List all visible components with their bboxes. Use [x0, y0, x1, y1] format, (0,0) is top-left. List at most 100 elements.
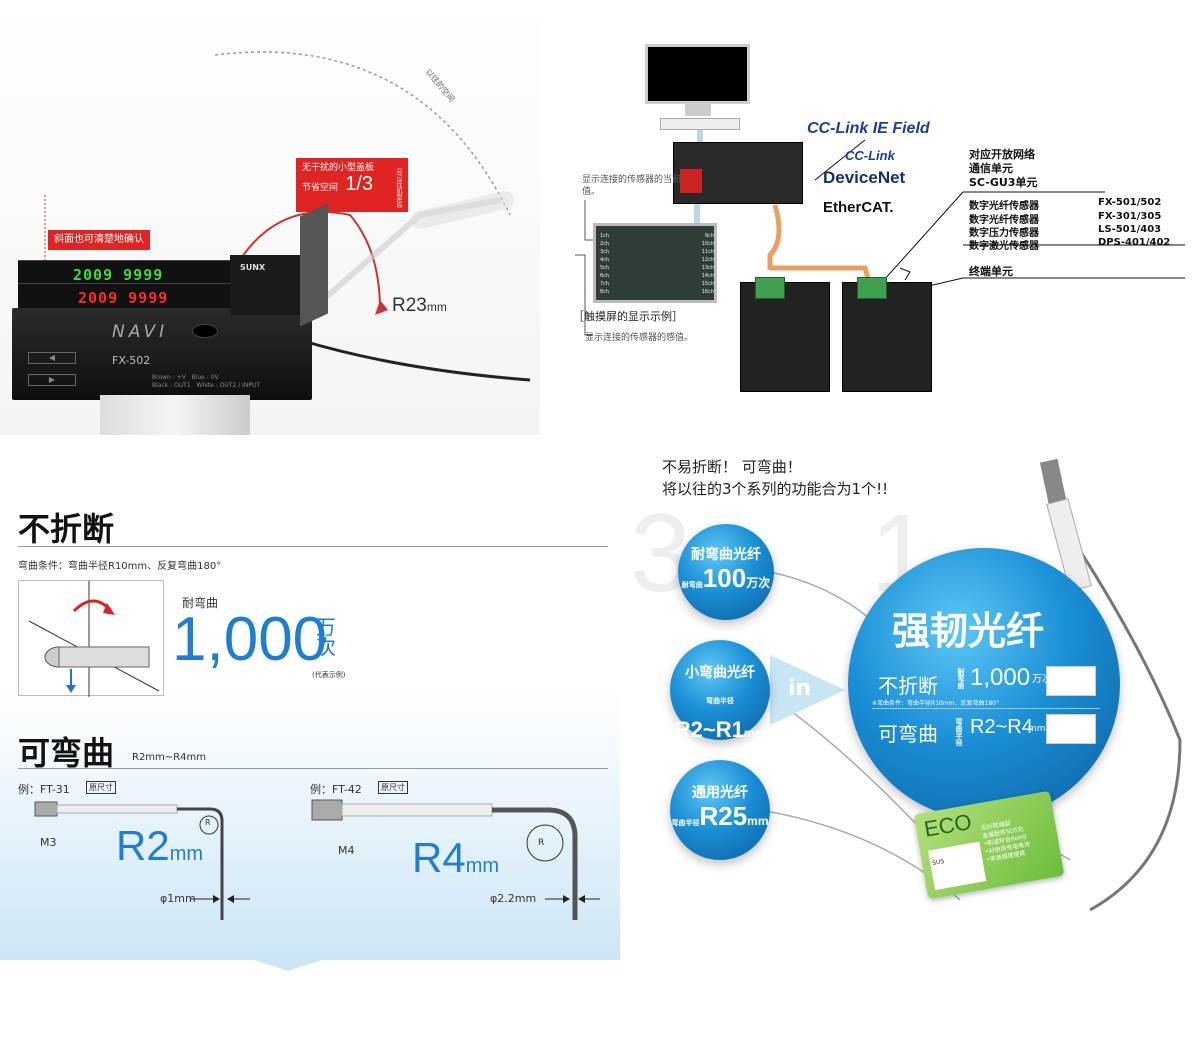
example1-thread: M3	[40, 836, 57, 849]
sensor-module-group-2	[842, 277, 932, 392]
bend-condition: 弯曲条件：弯曲半径R10mm、反复弯曲180°	[18, 561, 222, 572]
screen-row-left: 7ch	[600, 281, 610, 287]
wire-legend: Brown : +V Blue : 0V Black : OUT1 White …	[152, 374, 260, 390]
big-note: ※弯曲条件：弯曲半径R10mm、反复弯曲180°	[872, 700, 999, 707]
big-line1-unit: 万次	[1032, 674, 1052, 685]
bend-diagram	[18, 580, 164, 697]
big-line2: 可弯曲	[878, 722, 938, 746]
example1-label: 例：FT-31	[18, 783, 70, 796]
example2-radius: R4mm	[412, 834, 499, 882]
bubble2-unit: mm	[743, 726, 766, 740]
bubble1-value-row: 耐弯曲100万次	[678, 564, 774, 600]
bend-diagram-svg	[28, 581, 160, 697]
radius-value: R23	[392, 295, 427, 316]
bubble3-side: 弯曲半径	[671, 820, 700, 827]
amp1-digits: 2009 9999	[73, 266, 164, 284]
wire-legend-1: Brown : +V	[152, 374, 186, 381]
bubble1-unit: 万次	[746, 576, 771, 590]
divider-1	[18, 546, 608, 547]
navi-knob[interactable]	[192, 324, 218, 338]
example2-tag: 原尺寸	[378, 781, 408, 794]
cover-tag-line2: 节省空间	[302, 183, 339, 193]
cover-flap[interactable]	[300, 203, 328, 327]
screen-row: 1ch 9ch	[600, 232, 714, 240]
bend-unit: 万次	[316, 618, 336, 658]
screen-row-right: 14ch	[701, 273, 714, 279]
model-label: FX-502	[112, 354, 151, 367]
bubble2-title: 小弯曲光纤	[685, 665, 755, 681]
bubble1-value: 100	[702, 563, 747, 593]
sensor-name-0: 数字光纤传感器	[969, 201, 1039, 212]
wire-legend-3: Black : OUT1	[152, 382, 191, 389]
screen-row-right: 9ch	[704, 233, 714, 239]
example1-diameter: φ1mm	[160, 892, 196, 905]
radius-label: R23mm	[392, 295, 447, 317]
example2-radius-unit: mm	[465, 855, 500, 877]
big-bend-icon	[1046, 666, 1096, 696]
divider-2	[18, 768, 608, 769]
right-button[interactable]: ▶	[28, 374, 76, 386]
unit-title-1: 对应开放网络	[969, 148, 1035, 161]
screen-row-left: 3ch	[600, 249, 610, 255]
screen-row-left: 1ch	[600, 233, 610, 239]
bend-unit-2: 次	[316, 637, 336, 659]
fiber-spec-panel: 不折断 弯曲条件：弯曲半径R10mm、反复弯曲180° 耐弯曲 1,000 万次…	[0, 440, 620, 960]
sensor-model-1: FX-301/305	[1098, 211, 1162, 222]
screen-row-right: 16ch	[701, 289, 714, 295]
cover-fraction: 1/3	[345, 173, 374, 195]
amplifier-panel: 以往的空间 斜面也可清楚地确认 无干扰的小型盖板 节省空间 1/3 （与以往机型…	[0, 0, 540, 435]
bubble2-value-row: 弯曲半径R2~R1mm	[670, 682, 770, 747]
bend-count: 1,000	[172, 605, 328, 674]
din-rail	[100, 395, 250, 435]
cover-note: （与以往机型比）	[395, 164, 402, 212]
screen-caption: ［触摸屏的显示示例］	[573, 310, 683, 323]
ethercat-logo: EtherCAT.	[823, 199, 894, 216]
sensor-name-3: 数字激光传感器	[969, 241, 1039, 252]
title-flexible: 可弯曲	[18, 734, 115, 772]
bubble1-side: 耐弯曲	[681, 582, 703, 589]
example1-fiber	[34, 801, 250, 920]
comm-connector-1	[755, 277, 785, 299]
sensor-name-1: 数字光纤传感器	[969, 215, 1039, 226]
screen-row-left: 4ch	[600, 257, 610, 263]
big-flex-icon	[1046, 714, 1096, 744]
plc-red-module	[680, 169, 702, 193]
flex-range: R2mm~R4mm	[132, 752, 206, 763]
strong-fiber-panel: 不易折断！ 可弯曲！ 将以往的3个系列的功能合为1个!! 3 1 in 耐弯曲光…	[620, 440, 1200, 960]
example2-fiber	[311, 799, 600, 920]
sensor-model-2: LS-501/403	[1098, 224, 1162, 235]
big-line1: 不折断	[878, 674, 938, 698]
unit-title-2: 通信单元	[969, 162, 1013, 175]
cover-tag: 无干扰的小型盖板 节省空间 1/3 （与以往机型比）	[296, 158, 408, 212]
comm-connector-2	[857, 277, 887, 299]
big-divider	[872, 708, 1100, 709]
monitor-stand	[685, 104, 711, 116]
big-line1-side: 耐弯曲	[957, 668, 965, 689]
sensor-model-0: FX-501/502	[1098, 197, 1162, 208]
bubble3-title: 通用光纤	[692, 785, 748, 801]
big-line2-side: 弯曲半径	[955, 718, 963, 746]
cclink-logo: CC-Link	[845, 148, 895, 163]
left-button[interactable]: ◀	[28, 352, 76, 364]
screen-row-left: 8ch	[600, 289, 610, 295]
example2-r-mark: R	[538, 838, 545, 848]
bubble3-value: R25	[699, 801, 748, 831]
example1-radius-value: R2	[116, 822, 170, 869]
keyboard	[660, 118, 740, 130]
bend-label: 耐弯曲	[182, 596, 219, 610]
amplifier-body: NAVI FX-502 ◀ ▶ Brown : +V Blue : 0V Bla…	[12, 308, 312, 400]
big-line1-value: 1,000	[970, 664, 1031, 691]
plc-unit	[673, 142, 803, 204]
big-line2-value: R2~R4	[970, 716, 1033, 738]
bubble-bend-fiber: 耐弯曲光纤 耐弯曲100万次	[678, 524, 774, 620]
amplifier-arcs	[44, 51, 531, 382]
eco-photo: SUS	[928, 841, 987, 891]
bubble3-value-row: 弯曲半径R25mm	[670, 802, 770, 838]
screen-row-right: 11ch	[701, 249, 714, 255]
bubble-general-fiber: 通用光纤 弯曲半径R25mm	[670, 760, 770, 860]
example2-radius-value: R4	[412, 834, 466, 881]
